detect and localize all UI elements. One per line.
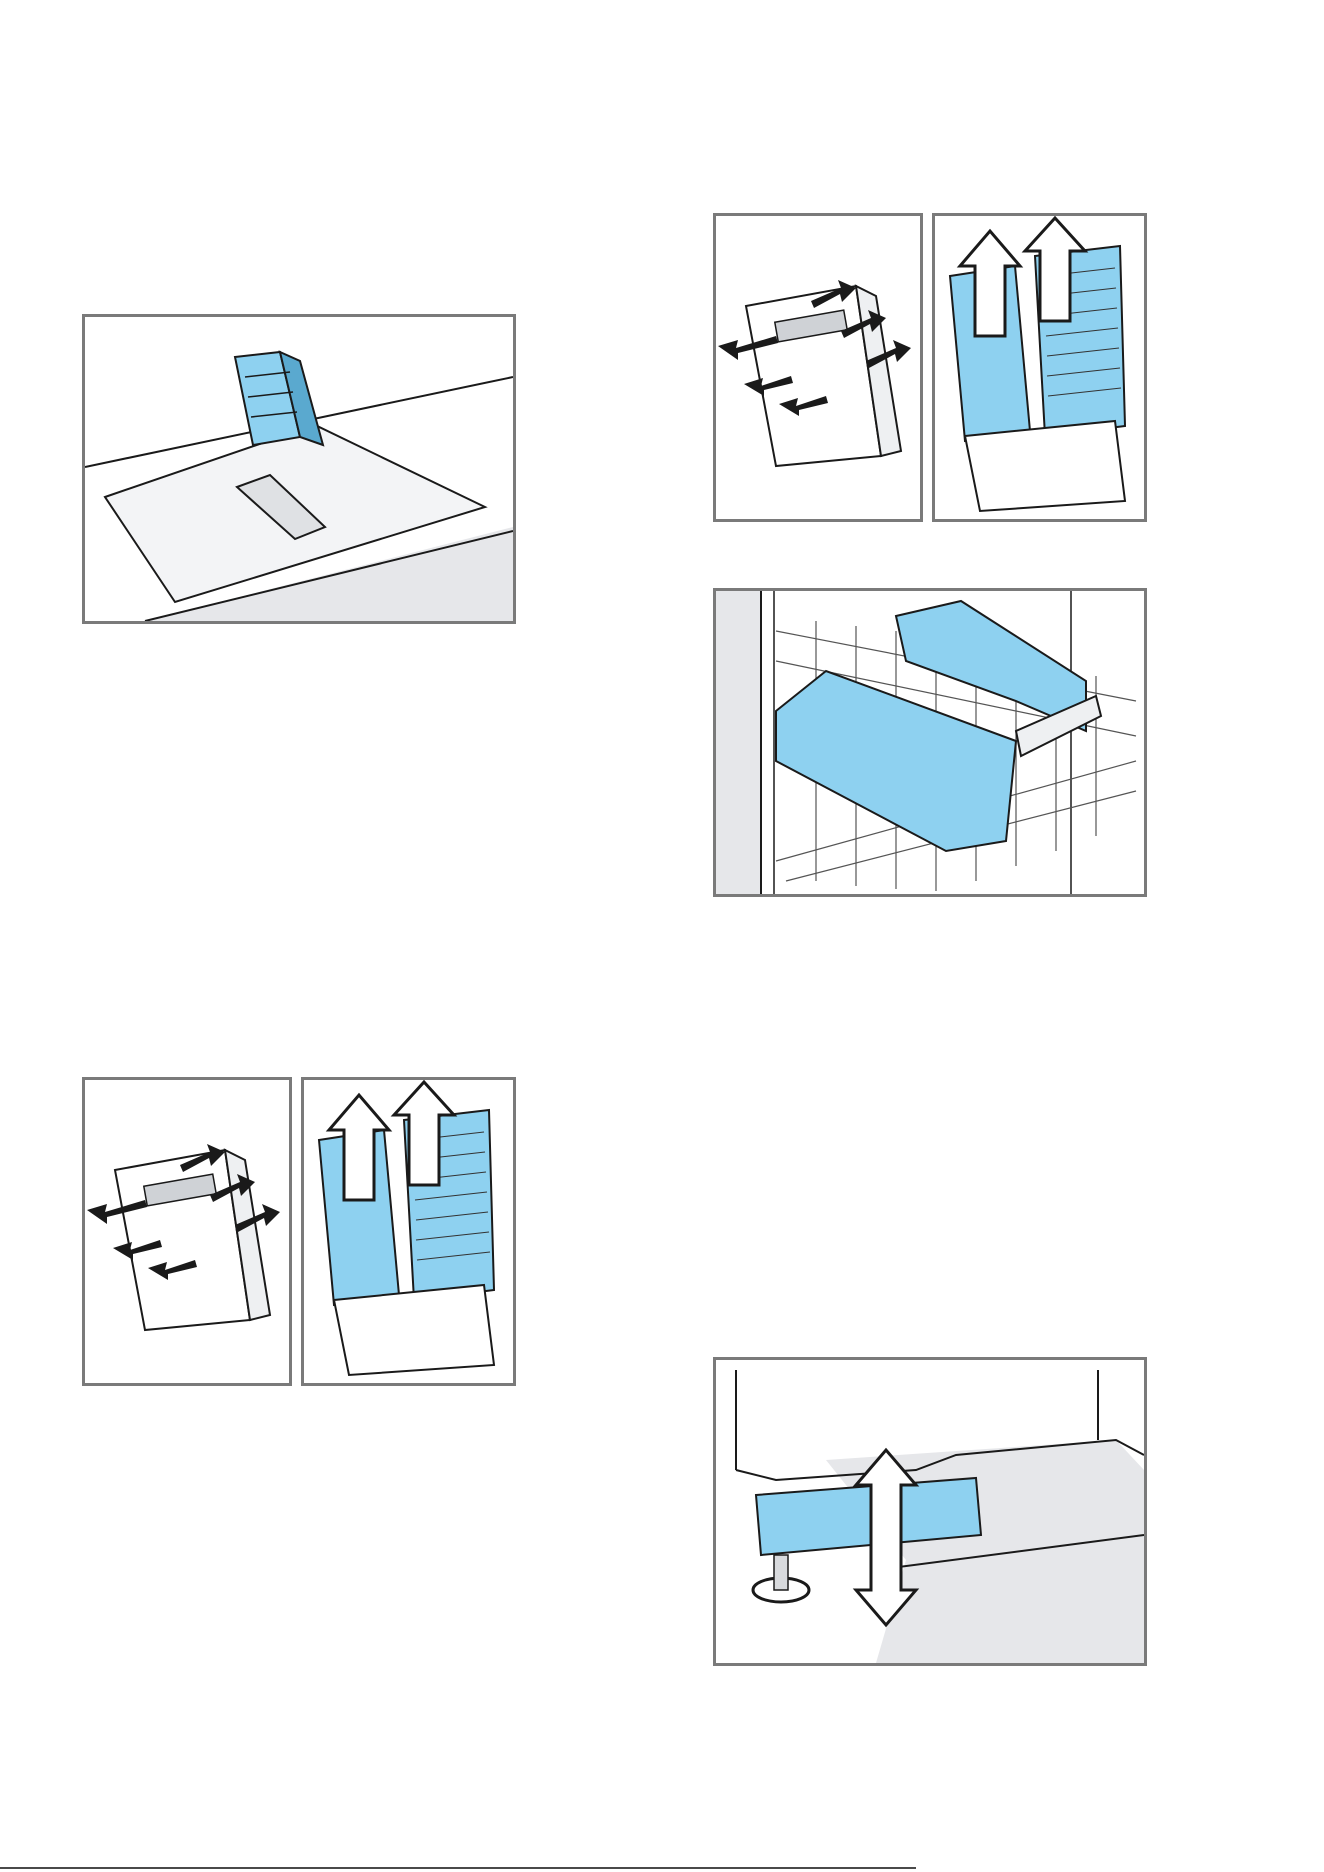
figure-filter-lift-arrows-right — [932, 213, 1147, 522]
figure-height-adjustment — [713, 1357, 1147, 1666]
figure-filter-lift-arrows-left — [301, 1077, 516, 1386]
figure-filter-on-worktop — [82, 314, 516, 624]
filter-cartridge-icon — [235, 352, 323, 445]
filter-on-worktop-illustration — [85, 317, 513, 621]
filter-open-arrows-illustration — [716, 216, 920, 519]
filter-open-arrows-illustration — [85, 1080, 289, 1383]
height-adjustment-illustration — [716, 1360, 1144, 1663]
dishwasher-basket-illustration — [716, 591, 1144, 894]
figure-filter-open-arrows-left — [82, 1077, 292, 1386]
filter-lift-arrows-illustration — [935, 216, 1144, 519]
figure-filter-open-arrows-right — [713, 213, 923, 522]
figure-filter-in-dishwasher — [713, 588, 1147, 897]
footer-rule — [0, 1867, 916, 1869]
filter-lift-arrows-illustration — [304, 1080, 513, 1383]
